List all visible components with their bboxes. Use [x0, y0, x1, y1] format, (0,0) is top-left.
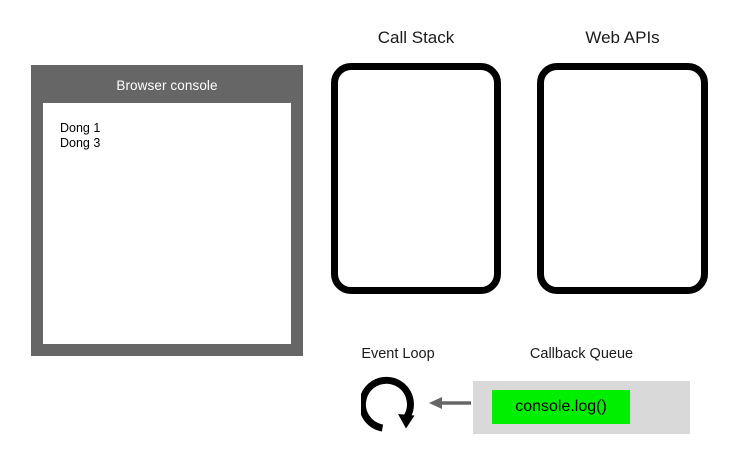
- callback-queue-box: console.log(): [473, 381, 690, 434]
- browser-console-title: Browser console: [116, 78, 218, 93]
- call-stack-label: Call Stack: [377, 28, 455, 47]
- console-log-line: Dong 1: [60, 121, 101, 135]
- console-log-line: Dong 3: [60, 136, 101, 150]
- callback-queue-item[interactable]: console.log(): [492, 390, 630, 424]
- web-apis-label: Web APIs: [585, 28, 660, 47]
- circular-arrow-icon: [361, 376, 415, 432]
- callback-queue-label: Callback Queue: [529, 346, 634, 362]
- event-loop-label: Event Loop: [361, 346, 435, 362]
- arrow-left-icon: [429, 397, 471, 409]
- call-stack-box: [331, 63, 501, 294]
- browser-console-panel: Browser console Dong 1 Dong 3: [31, 65, 303, 356]
- web-apis-box: [537, 63, 708, 294]
- browser-console-output: Dong 1 Dong 3: [43, 103, 291, 344]
